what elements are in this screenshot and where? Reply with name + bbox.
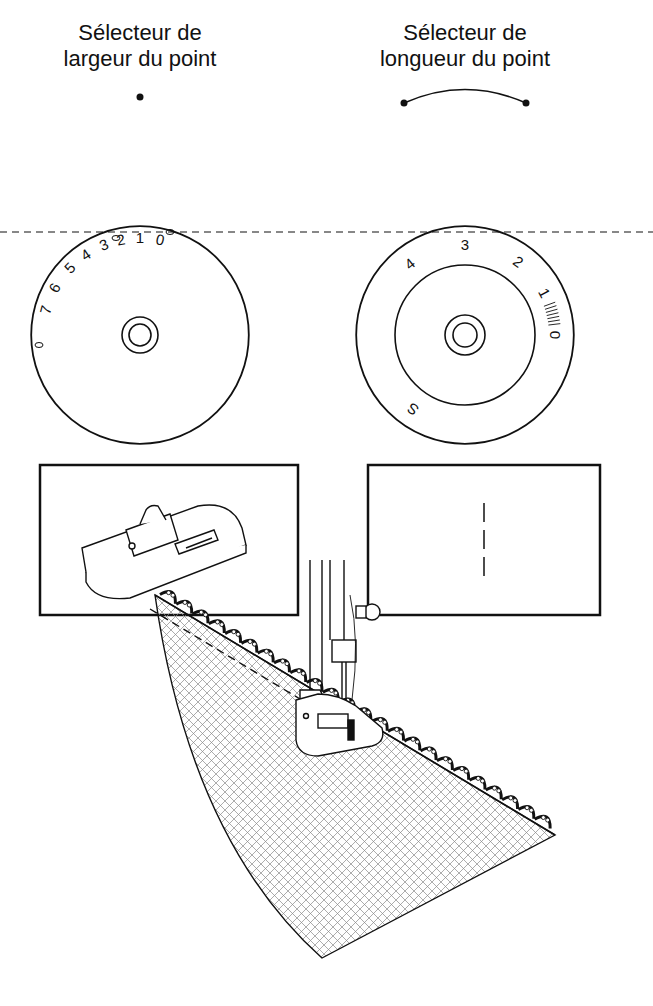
dial-number: 2: [116, 231, 127, 248]
lace-trim: [155, 591, 555, 835]
presser-foot: [82, 505, 246, 599]
dial-outline: [355, 225, 575, 445]
dial-number: 5: [62, 259, 79, 276]
dial-number: 4: [401, 255, 417, 273]
dial-number: 2: [510, 253, 526, 271]
dial-number: 6: [46, 280, 64, 295]
range-arc: [404, 90, 526, 104]
dial-number: 1: [535, 285, 553, 300]
length-dial: Sélecteur de longueur du point43210S: [355, 225, 575, 445]
dial-number: 0: [547, 331, 563, 339]
dial-number: S: [405, 399, 422, 418]
stitch-box: [368, 465, 600, 615]
dial-outline: [30, 225, 250, 445]
presser-foot-box: [40, 465, 298, 615]
fabric: [155, 595, 555, 958]
dial-number: 7: [37, 304, 55, 316]
dial-heading: Sélecteur de longueur du point: [367, 20, 563, 72]
dial-number: 4: [78, 246, 94, 264]
dial-heading: Sélecteur de largeur du point: [42, 20, 238, 72]
dial-number: 1: [136, 230, 144, 246]
width-dial: Sélecteur de largeur du point01234567: [30, 225, 250, 445]
machine-needle: [296, 560, 383, 756]
dial-number: 3: [97, 236, 111, 254]
seam-guide: [150, 609, 300, 699]
straight-stitch: [483, 503, 485, 576]
pointer-dot: [137, 94, 144, 101]
reference-line: [0, 231, 653, 232]
dial-number: 3: [461, 237, 469, 253]
dial-number: 0: [154, 231, 165, 248]
